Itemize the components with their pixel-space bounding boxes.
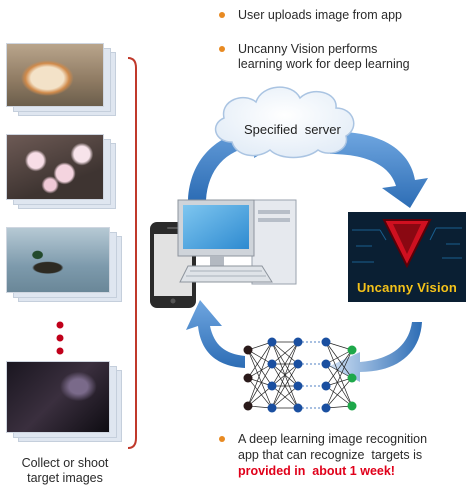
bullet-text-upload: User uploads image from app xyxy=(238,8,402,22)
server-to-brand-arrow xyxy=(330,131,428,208)
bullet-dot-1 xyxy=(219,12,225,18)
result-text-2: app that can recognize targets is xyxy=(238,448,423,462)
uncanny-vision-logo xyxy=(348,212,466,302)
collection-bracket xyxy=(127,57,137,449)
brand-letter: V xyxy=(398,222,399,223)
flower-photo xyxy=(6,134,104,200)
server-cloud xyxy=(214,86,355,159)
bullet-dot-2 xyxy=(219,46,225,52)
brand-label: Uncanny Vision xyxy=(356,280,458,295)
collect-caption-1: Collect or shoot xyxy=(21,456,109,470)
neural-network xyxy=(247,341,353,409)
cloud-label: Specified server xyxy=(244,122,341,137)
return-arrow xyxy=(186,300,245,368)
bullet-text-learning-1: Uncanny Vision performs xyxy=(238,42,378,56)
more-images-dots xyxy=(56,321,64,355)
duck-photo xyxy=(6,227,110,293)
computer xyxy=(177,199,297,285)
bullet-text-learning-2: learning work for deep learning xyxy=(238,57,410,71)
collect-caption-2: target images xyxy=(27,471,103,485)
network-nodes xyxy=(243,337,357,413)
cat-photo xyxy=(6,43,104,107)
brand-to-network-arrow xyxy=(330,322,422,382)
dark-photo xyxy=(6,361,110,433)
bullet-dot-3 xyxy=(219,436,225,442)
result-text-highlight: provided in about 1 week! xyxy=(238,464,395,478)
result-text-1: A deep learning image recognition xyxy=(238,432,428,446)
